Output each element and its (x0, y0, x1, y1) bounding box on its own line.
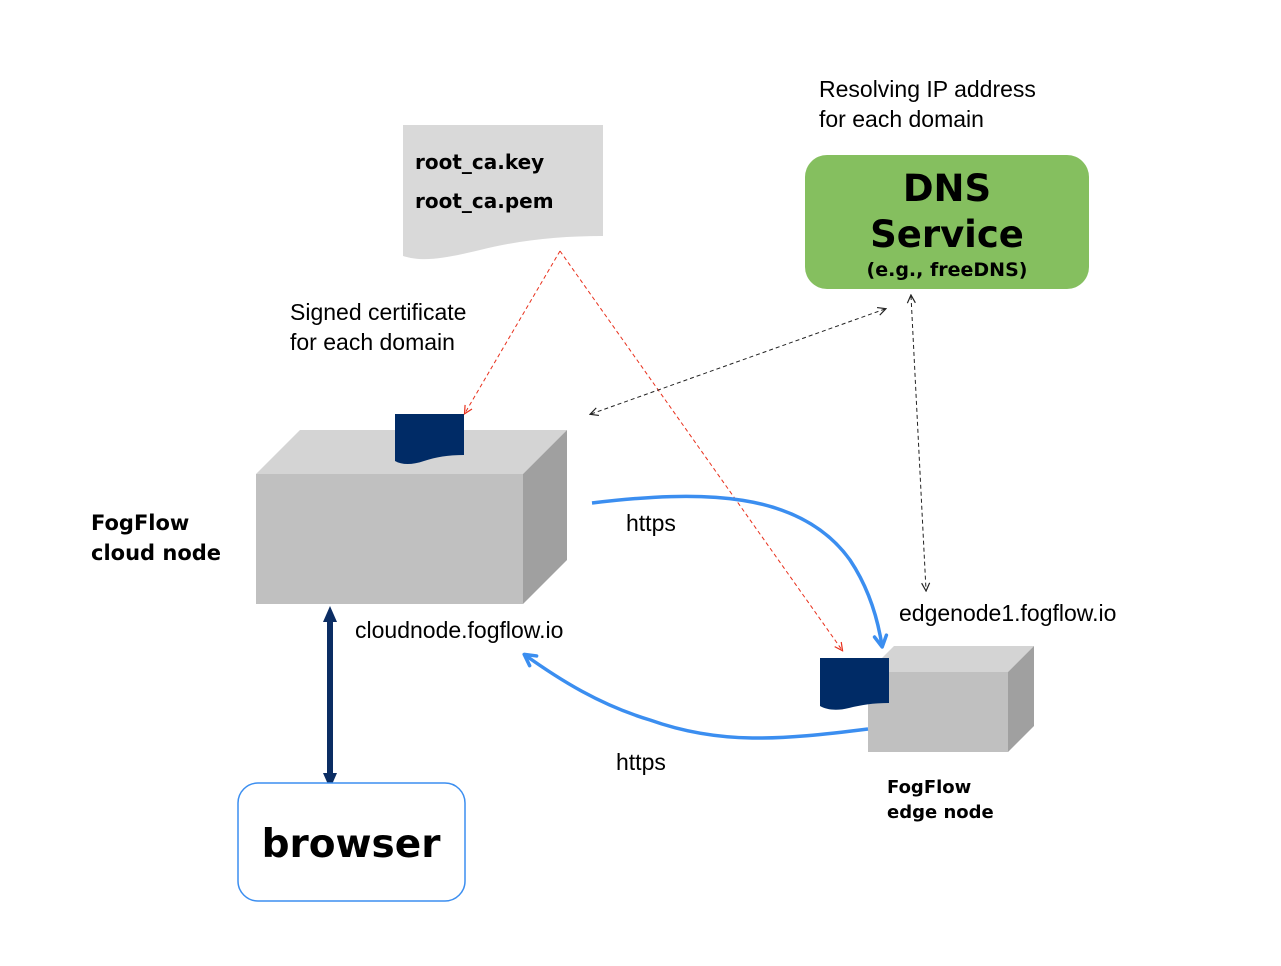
signed-annotation-line1: Signed certificate (290, 299, 466, 325)
dns-to-cloud-dashed-arrow (591, 309, 885, 414)
cloud-node-label-line2: cloud node (91, 541, 221, 565)
root-ca-key-label: root_ca.key (415, 150, 544, 174)
resolving-annotation-line2: for each domain (819, 106, 984, 132)
ca-to-edge-cert-dashed-arrow (559, 250, 842, 650)
cloud-node-front-face (256, 474, 523, 604)
root-ca-document-shape (403, 125, 603, 260)
edge-node-box (868, 646, 1034, 752)
cloud-node-side-face (523, 430, 567, 604)
edge-node-top-face (868, 646, 1034, 672)
cloud-node-box (256, 430, 567, 604)
dns-service-subtitle: (e.g., freeDNS) (867, 259, 1028, 281)
https-label-bottom: https (616, 749, 666, 775)
browser: browser (237, 782, 466, 902)
ca-to-cloud-cert-dashed-arrow (465, 250, 561, 413)
cloud-node-label-line1: FogFlow (91, 511, 189, 535)
browser-box (237, 782, 466, 902)
dns-service-title-line1: DNS (903, 167, 991, 210)
dns-service-title-line2: Service (870, 213, 1024, 256)
dns-service-box (805, 155, 1089, 289)
https-cloud-to-edge-arrow (591, 494, 889, 649)
resolving-annotation-line1: Resolving IP address (819, 76, 1036, 102)
edge-node-label-line2: edge node (887, 802, 994, 823)
edge-node-label-line1: FogFlow (887, 777, 971, 798)
browser-label: browser (262, 822, 442, 867)
dns-to-edge-dashed-arrow (911, 296, 926, 590)
cloud-certificate-icon (395, 414, 464, 464)
cloud-node-domain: cloudnode.fogflow.io (355, 617, 563, 643)
https-label-top: https (626, 510, 676, 536)
root-ca-document: root_ca.key root_ca.pem (403, 125, 603, 260)
edge-node-front-face (868, 672, 1008, 752)
dns-service: DNS Service (e.g., freeDNS) (805, 155, 1089, 289)
edge-node-domain: edgenode1.fogflow.io (899, 600, 1116, 626)
root-ca-pem-label: root_ca.pem (415, 189, 554, 213)
edge-node-side-face (1008, 646, 1034, 752)
edge-certificate-icon (820, 658, 889, 710)
https-edge-to-cloud-arrow (522, 652, 869, 740)
signed-annotation-line2: for each domain (290, 329, 455, 355)
